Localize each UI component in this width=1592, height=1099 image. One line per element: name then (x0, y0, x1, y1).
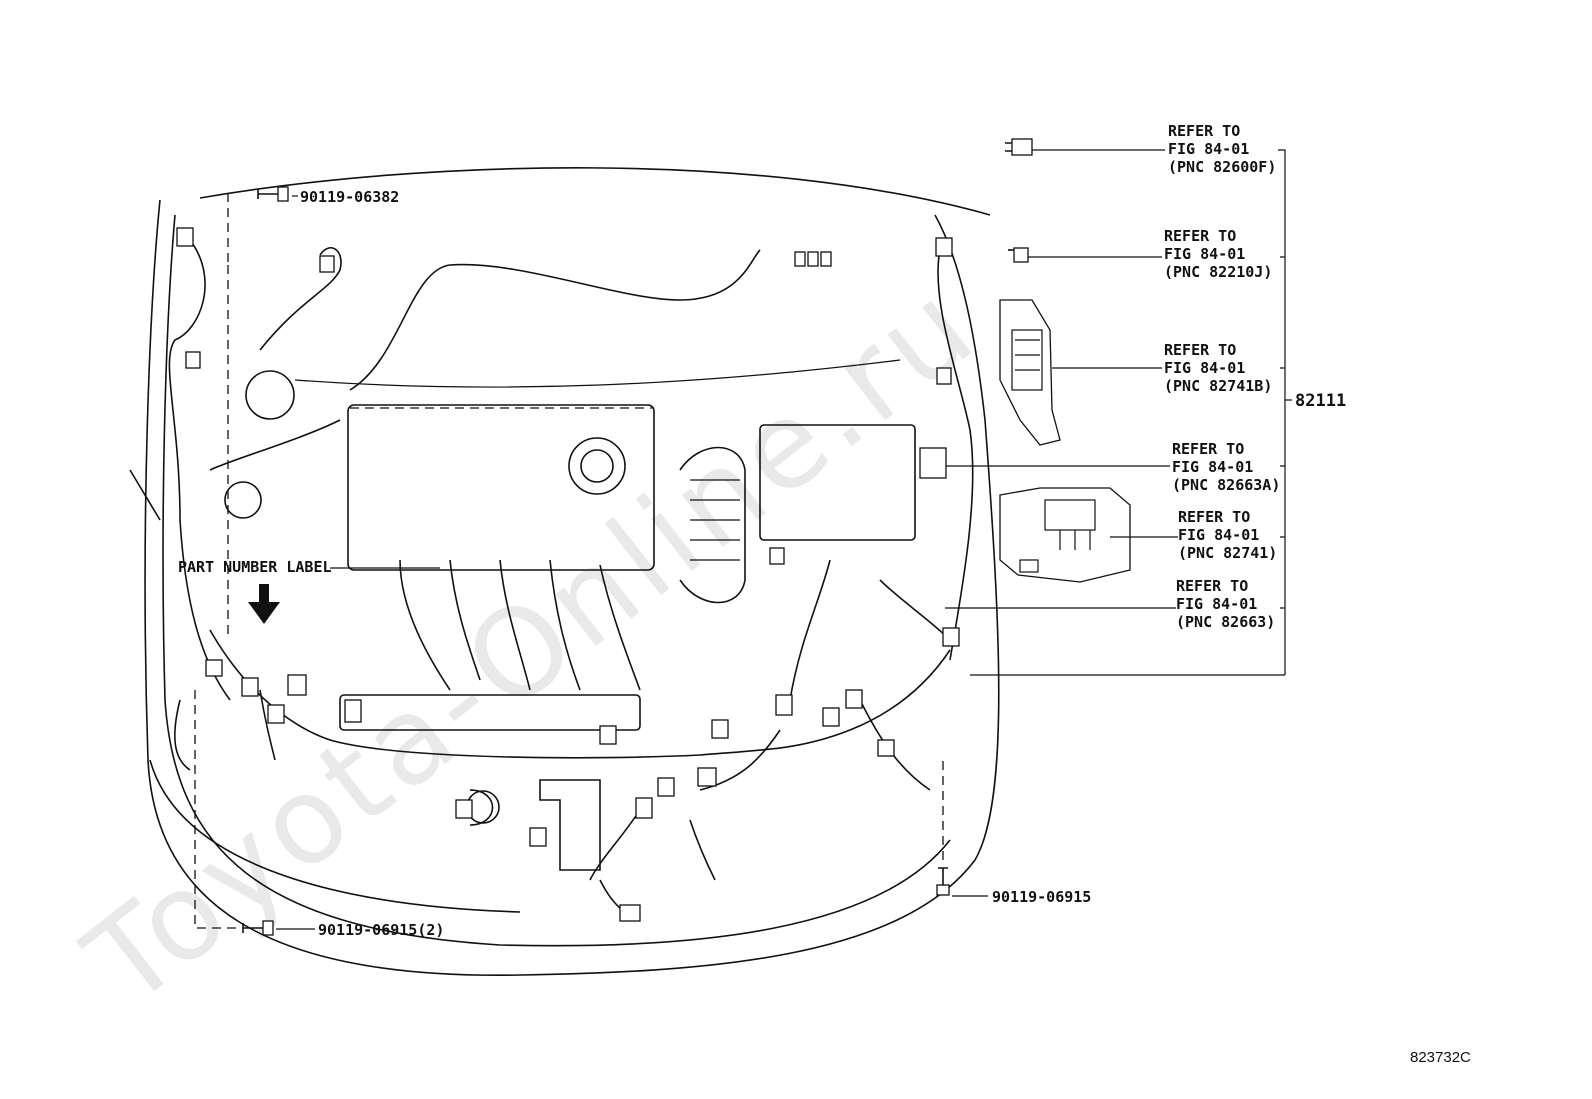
reference-label: REFER TO FIG 84-01 (PNC 82210J) (1164, 227, 1272, 281)
connector-icon (794, 251, 806, 267)
fuse-icon (1008, 247, 1029, 263)
connector-icon (769, 547, 785, 565)
connector-icon (877, 739, 895, 757)
group-part-number: 82111 (1295, 391, 1346, 411)
connector-icon (935, 237, 953, 257)
svg-text:(PNC 82663): (PNC 82663) (1176, 613, 1275, 631)
connector-icon (711, 719, 729, 739)
connector-icon (775, 694, 793, 716)
reference-label: REFER TO FIG 84-01 (PNC 82663) (1176, 577, 1275, 631)
connector-icon (635, 797, 653, 819)
reference-leaders (945, 149, 1292, 676)
connector-icon (657, 777, 675, 797)
connector-icon (822, 707, 840, 727)
svg-text:FIG 84-01: FIG 84-01 (1164, 245, 1245, 263)
svg-text:FIG 84-01: FIG 84-01 (1172, 458, 1253, 476)
svg-text:(PNC 82741): (PNC 82741) (1178, 544, 1277, 562)
connector-icon (529, 827, 547, 847)
connector-icon (919, 447, 947, 479)
relay-block-icon (999, 299, 1061, 446)
connector-icon (205, 659, 223, 677)
bolt-icon (257, 186, 289, 202)
connector-icon (287, 674, 307, 696)
part-number-label: PART NUMBER LABEL (178, 558, 332, 576)
bolt-part-number: 90119-06915 (992, 888, 1091, 906)
connector-icon (267, 704, 285, 724)
svg-text:REFER TO: REFER TO (1178, 508, 1250, 526)
fuse-part (1005, 138, 1033, 263)
svg-text:REFER TO: REFER TO (1164, 227, 1236, 245)
svg-text:FIG 84-01: FIG 84-01 (1178, 526, 1259, 544)
connector-icon (455, 799, 473, 819)
fuse-icon (1005, 138, 1033, 156)
svg-text:(PNC 82741B): (PNC 82741B) (1164, 377, 1272, 395)
connector-icon (319, 255, 335, 273)
svg-text:REFER TO: REFER TO (1172, 440, 1244, 458)
svg-text:REFER TO: REFER TO (1168, 122, 1240, 140)
bolt-part-number: 90119-06382 (300, 188, 399, 206)
connector-icon (241, 677, 259, 697)
svg-text:FIG 84-01: FIG 84-01 (1168, 140, 1249, 158)
connector-icon (936, 367, 952, 385)
svg-text:FIG 84-01: FIG 84-01 (1176, 595, 1257, 613)
connector-icon (807, 251, 819, 267)
connector-icon (176, 227, 194, 247)
connector-icon (697, 767, 717, 787)
svg-text:FIG 84-01: FIG 84-01 (1164, 359, 1245, 377)
relay-block-icon (999, 487, 1131, 583)
engine-block (224, 370, 916, 871)
reference-label: REFER TO FIG 84-01 (PNC 82741) (1178, 508, 1277, 562)
diagram-code: 823732C (1410, 1049, 1471, 1066)
svg-text:REFER TO: REFER TO (1164, 341, 1236, 359)
arrow-down-icon (248, 584, 280, 624)
connector-icon (599, 725, 617, 745)
svg-text:(PNC 82210J): (PNC 82210J) (1164, 263, 1272, 281)
connector-icon (344, 699, 362, 723)
bolt-icon (242, 920, 274, 936)
engine-bay-outline (129, 167, 1000, 976)
connector-icon (942, 627, 960, 647)
connectors (176, 227, 960, 922)
connector-icon (845, 689, 863, 709)
bolt-part-number: 90119-06915(2) (318, 921, 444, 939)
connector-icon (619, 904, 641, 922)
connector-icon (820, 251, 832, 267)
connector-icon (185, 351, 201, 369)
bolt-leaders (194, 193, 944, 929)
bolt-icon (936, 867, 950, 896)
reference-label: REFER TO FIG 84-01 (PNC 82741B) (1164, 341, 1272, 395)
reference-label: REFER TO FIG 84-01 (PNC 82663A) (1172, 440, 1280, 494)
svg-text:(PNC 82663A): (PNC 82663A) (1172, 476, 1280, 494)
wire-harness (168, 239, 974, 916)
svg-text:REFER TO: REFER TO (1176, 577, 1248, 595)
reference-label: REFER TO FIG 84-01 (PNC 82600F) (1168, 122, 1276, 176)
svg-text:(PNC 82600F): (PNC 82600F) (1168, 158, 1276, 176)
